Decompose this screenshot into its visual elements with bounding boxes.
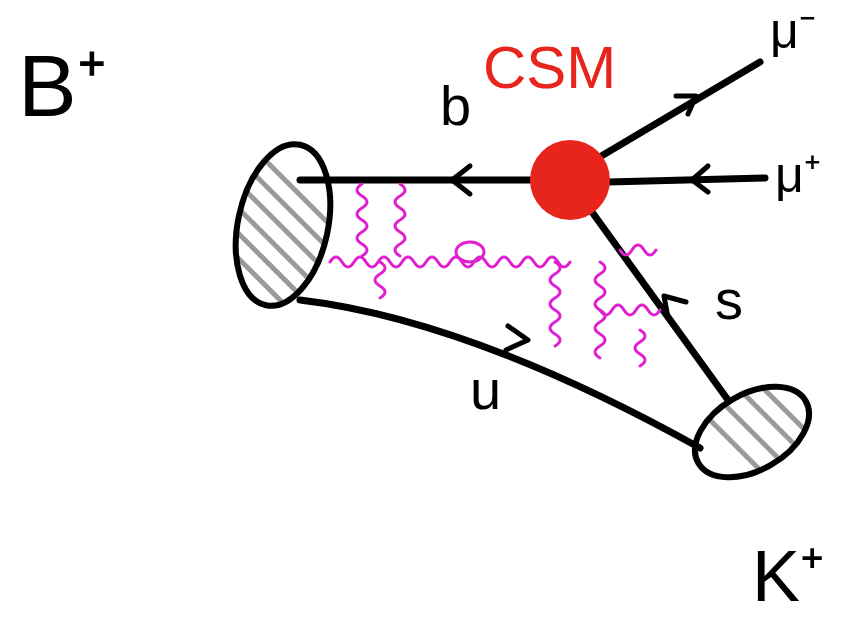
gluons	[330, 184, 660, 366]
k-meson-blob	[679, 368, 824, 496]
lepton-label: μ⁻	[770, 6, 816, 56]
u-quark-line	[300, 300, 700, 448]
coefficient-label: CSM	[483, 38, 616, 98]
meson-label: B⁺	[18, 42, 107, 130]
quark-label: u	[470, 362, 501, 418]
quark-label: s	[715, 272, 743, 328]
mu-minus-line	[598, 62, 760, 158]
b-meson-blob	[222, 135, 344, 314]
arrow-heads	[452, 96, 708, 350]
mu-plus-line	[608, 178, 765, 182]
b-quark-line	[300, 177, 540, 184]
lepton-label: μ⁺	[775, 150, 821, 200]
s-quark-line	[592, 212, 728, 400]
b-hatching	[230, 125, 330, 350]
meson-label: K⁺	[752, 540, 824, 612]
quark-label: b	[440, 78, 471, 134]
effective-vertex	[530, 140, 610, 220]
quark-lines	[300, 62, 765, 448]
